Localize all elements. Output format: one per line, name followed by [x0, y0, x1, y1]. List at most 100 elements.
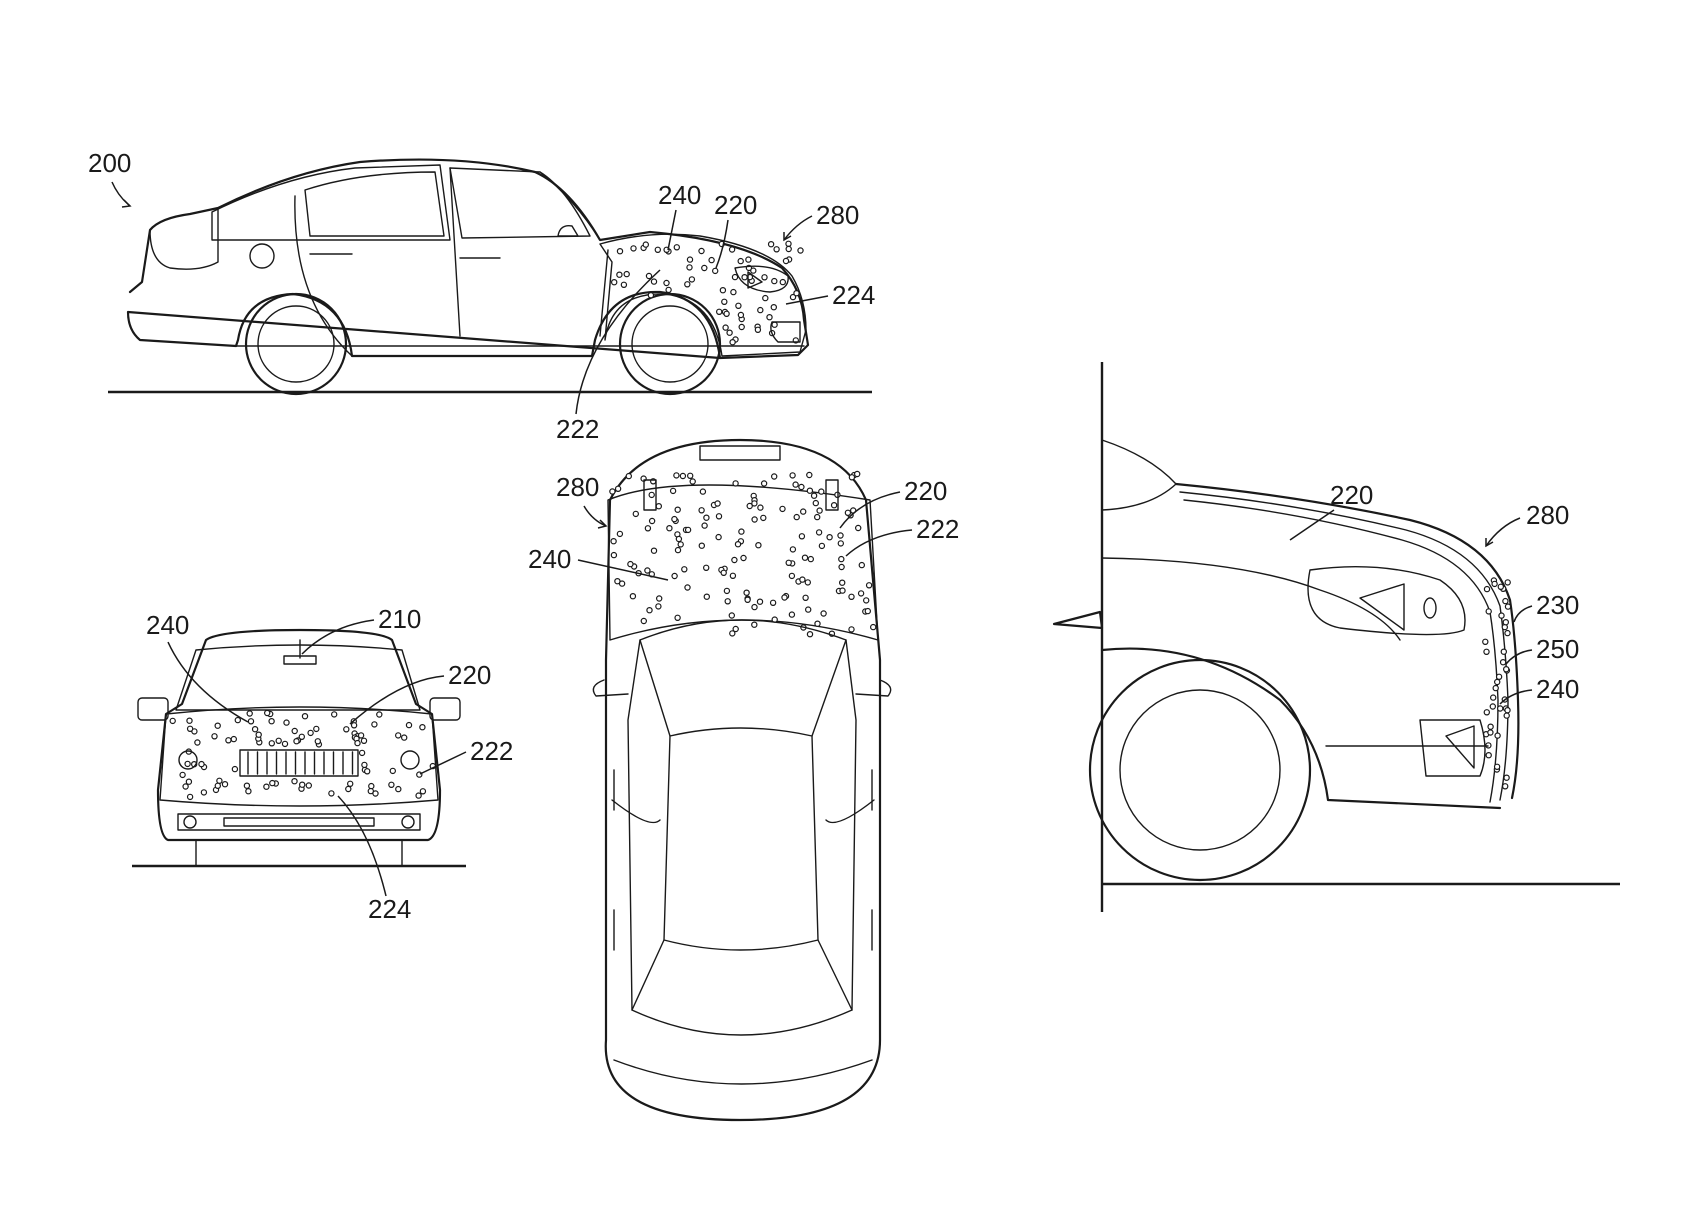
adhesive-dot	[802, 594, 809, 602]
detail-label-230: 230	[1536, 590, 1579, 620]
adhesive-dot	[1502, 666, 1510, 673]
adhesive-dot	[792, 481, 799, 488]
adhesive-dot	[331, 711, 338, 718]
adhesive-dot	[1504, 707, 1511, 714]
adhesive-dot	[415, 792, 422, 799]
adhesive-dot	[848, 593, 855, 601]
adhesive-dot	[716, 308, 723, 315]
adhesive-dot	[701, 264, 708, 272]
top-roof	[663, 727, 819, 951]
adhesive-dot	[291, 778, 298, 785]
side-taillight	[149, 207, 219, 270]
adhesive-dot	[186, 725, 194, 733]
adhesive-dot	[863, 597, 870, 604]
adhesive-dot	[246, 710, 253, 717]
adhesive-dot	[1492, 684, 1499, 692]
adhesive-dot	[830, 502, 838, 509]
side-rear-rim	[257, 305, 335, 383]
adhesive-dot	[728, 246, 736, 253]
adhesive-dot	[281, 740, 289, 748]
adhesive-dot	[182, 783, 189, 790]
adhesive-dot	[610, 551, 618, 559]
side-label-222: 222	[556, 414, 599, 444]
adhesive-dot	[751, 621, 758, 628]
adhesive-dot	[818, 488, 825, 495]
adhesive-dot	[743, 589, 750, 596]
adhesive-dot	[1503, 774, 1510, 781]
side-front-wheel	[618, 292, 722, 396]
adhesive-dot	[770, 304, 778, 311]
side-rear-wheel	[244, 292, 348, 396]
top-grille	[699, 445, 781, 461]
adhesive-dot	[347, 780, 354, 788]
adhesive-dot	[675, 535, 683, 543]
detail-layer-250	[1183, 499, 1499, 803]
adhesive-dot	[361, 761, 368, 769]
top-door-seams	[611, 799, 875, 824]
adhesive-dot	[1496, 705, 1504, 712]
adhesive-dot	[723, 587, 731, 595]
adhesive-dot	[245, 788, 252, 795]
adhesive-dot	[645, 272, 653, 280]
adhesive-dot	[714, 500, 721, 507]
adhesive-dot	[741, 274, 748, 281]
adhesive-dot	[623, 270, 630, 278]
adhesive-dot	[1487, 729, 1494, 736]
adhesive-dot	[1502, 619, 1510, 626]
adhesive-dot	[769, 599, 777, 607]
adhesive-dot	[771, 473, 778, 480]
adhesive-dot	[801, 554, 809, 561]
adhesive-dot	[654, 246, 662, 253]
adhesive-dot	[650, 278, 658, 285]
side-body-outline	[126, 158, 810, 360]
adhesive-dot	[616, 530, 624, 538]
adhesive-dot	[726, 329, 733, 336]
label-200: 200	[88, 148, 131, 178]
adhesive-dot	[1487, 723, 1494, 730]
adhesive-dot	[865, 582, 873, 589]
adhesive-dot	[674, 546, 682, 554]
adhesive-dot	[632, 510, 640, 518]
adhesive-dot	[629, 593, 637, 600]
adhesive-dot	[806, 487, 814, 494]
adhesive-dot	[1498, 612, 1505, 619]
adhesive-dot	[857, 590, 865, 597]
adhesive-dot	[328, 790, 335, 797]
adhesive-dot	[766, 314, 773, 321]
adhesive-dot	[354, 739, 361, 747]
detail-leader-250	[1505, 649, 1533, 665]
adhesive-dot	[214, 722, 221, 729]
adhesive-dot	[313, 725, 320, 733]
adhesive-dot	[389, 767, 396, 775]
adhesive-dot	[230, 735, 237, 743]
adhesive-dot	[745, 256, 752, 263]
detail-label-240: 240	[1536, 674, 1579, 704]
front-body-outline	[156, 628, 442, 842]
adhesive-dot	[610, 538, 617, 545]
front-grille	[239, 749, 359, 777]
detail-windshield-edge	[1101, 439, 1177, 511]
adhesive-dot	[243, 782, 251, 789]
detail-label-280: 280	[1526, 500, 1569, 530]
adhesive-dot	[1489, 703, 1497, 710]
adhesive-dot	[671, 515, 678, 523]
adhesive-dot	[838, 555, 845, 563]
front-leader-222	[419, 751, 467, 775]
adhesive-dot	[754, 326, 762, 333]
adhesive-dot	[1489, 694, 1497, 701]
adhesive-dot	[179, 771, 186, 779]
side-adhesive-region	[599, 233, 807, 357]
adhesive-dot	[211, 733, 218, 740]
side-front-rim	[631, 305, 709, 383]
adhesive-dot	[1504, 579, 1511, 586]
side-a-pillar	[539, 171, 601, 241]
adhesive-dot	[799, 576, 806, 583]
adhesive-dot	[231, 765, 239, 773]
adhesive-dot	[269, 779, 276, 787]
adhesive-dot	[703, 593, 711, 600]
adhesive-dot	[738, 323, 745, 331]
adhesive-dot	[1502, 597, 1509, 605]
adhesive-dot	[751, 603, 758, 611]
adhesive-dot	[1494, 732, 1501, 739]
adhesive-dot	[701, 522, 708, 529]
